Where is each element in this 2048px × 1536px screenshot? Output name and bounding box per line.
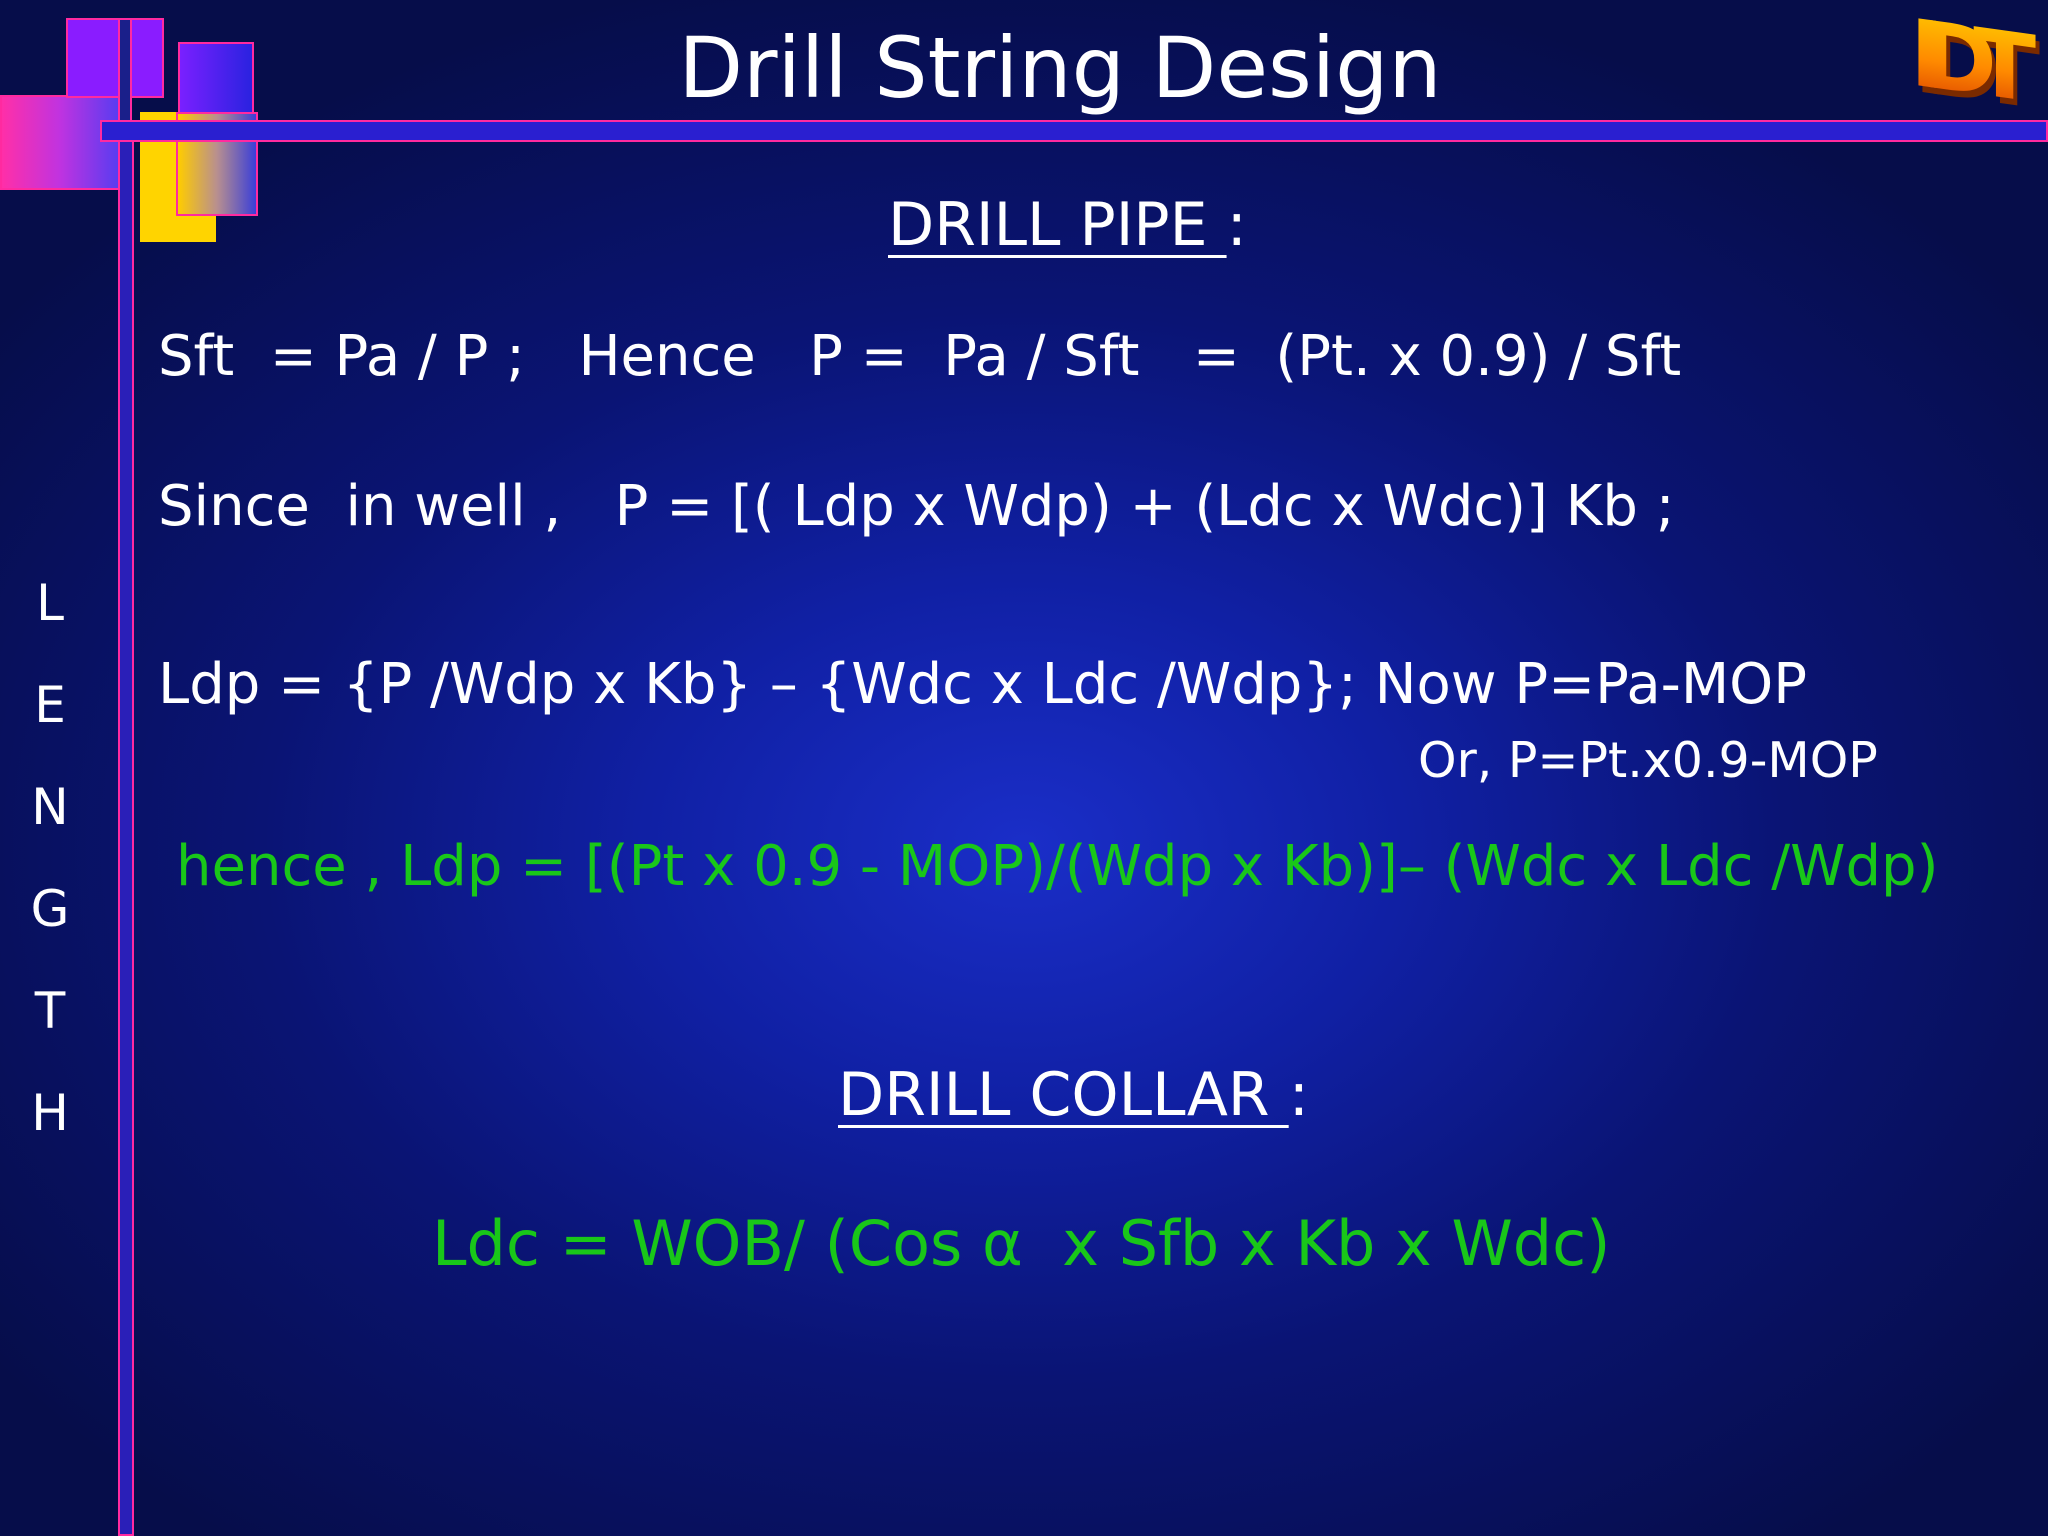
- side-letter: G: [30, 880, 70, 938]
- drill-pipe-heading: DRILL PIPE :: [888, 190, 1247, 260]
- slide-title: Drill String Design: [678, 19, 1442, 117]
- idt-logo: IDT IDT: [1908, 0, 2048, 130]
- drill-collar-heading-text: DRILL COLLAR: [838, 1060, 1289, 1130]
- deco-horizontal-bar: [100, 120, 2048, 142]
- side-letter: L: [36, 574, 64, 632]
- equation-ldp: Ldp = {P /Wdp x Kb} – {Wdc x Ldc /Wdp}; …: [158, 652, 1808, 717]
- equation-ldp-alternative: Or, P=Pt.x0.9-MOP: [1418, 732, 1878, 789]
- side-letter: H: [31, 1084, 69, 1142]
- logo-lettering: IDT: [1910, 2, 2036, 118]
- drill-pipe-result: hence , Ldp = [(Pt x 0.9 - MOP)/(Wdp x K…: [176, 834, 1939, 899]
- side-letters-length: L E N G T H: [20, 552, 80, 1164]
- svg-text:IDT: IDT: [1914, 5, 2040, 118]
- deco-violet-square-top: [66, 18, 164, 98]
- equation-since-in-well: Since in well , P = [( Ldp x Wdp) + (Ldc…: [158, 474, 1675, 539]
- drill-pipe-heading-text: DRILL PIPE: [888, 190, 1227, 260]
- deco-gradient-square-left: [0, 95, 120, 190]
- drill-collar-heading: DRILL COLLAR :: [838, 1060, 1309, 1130]
- side-letter: T: [34, 982, 66, 1040]
- drill-collar-heading-colon: :: [1288, 1060, 1309, 1130]
- equation-sft: Sft = Pa / P ; Hence P = Pa / Sft = (Pt.…: [158, 324, 1682, 389]
- deco-violet-square-small: [178, 42, 254, 114]
- side-letter: N: [31, 778, 69, 836]
- drill-pipe-heading-colon: :: [1226, 190, 1247, 260]
- deco-vertical-bar-upper: [118, 18, 132, 136]
- drill-collar-result: Ldc = WOB/ (Cos α x Sfb x Kb x Wdc): [432, 1207, 1611, 1280]
- deco-vertical-bar: [118, 130, 134, 1536]
- side-letter: E: [34, 676, 66, 734]
